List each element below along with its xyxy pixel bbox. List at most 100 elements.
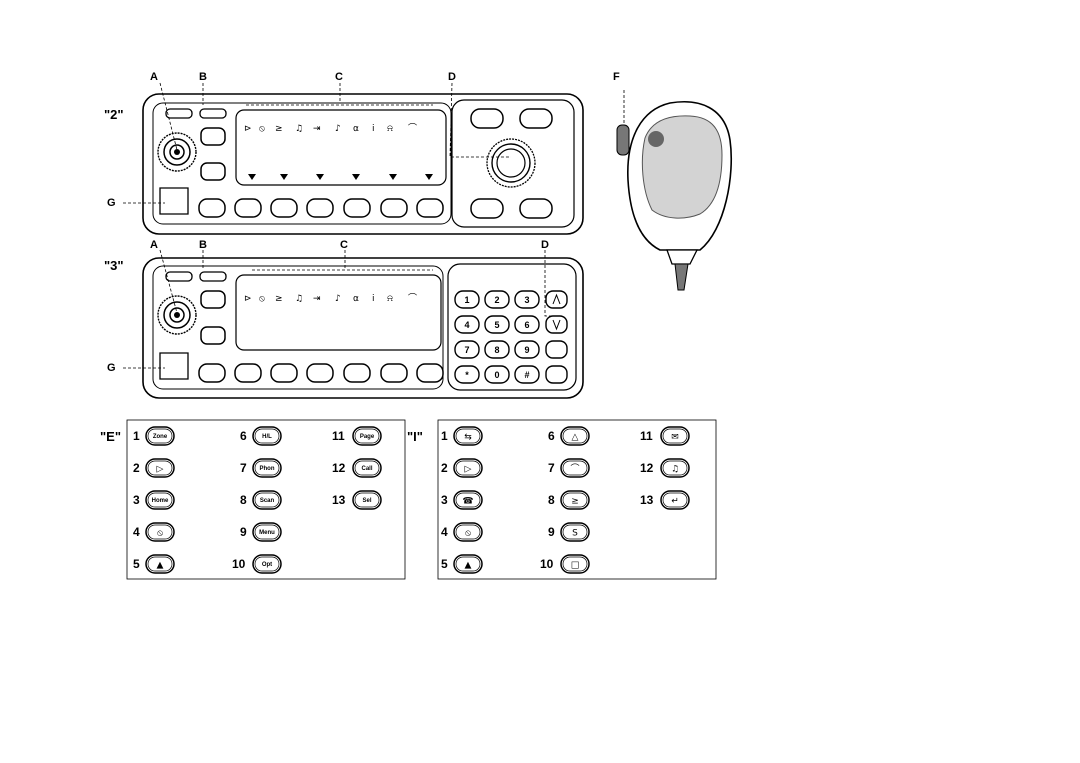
callout-c-top: C [335,71,343,83]
bottom3-button-5[interactable] [343,363,371,383]
legend_e-number-13: 13 [332,493,346,507]
legend_i-button-label-9: S [572,529,578,539]
model-label-2: "2" [104,107,124,122]
legend_i-button-label-7: ⌒ [570,464,579,475]
legend-e-title: "E" [100,429,121,444]
volume-knob[interactable] [157,132,197,172]
bottom3-button-6[interactable] [380,363,408,383]
key-6[interactable]: 6 [524,320,529,330]
display-icon-5: ⇥ [313,124,321,134]
bottom-button-row-3 [198,363,444,383]
bottom-button-5[interactable] [343,198,371,218]
display3-icon-9: ⍾ [387,294,393,304]
legend_e-button-label-13: Sel [362,498,371,504]
key-2[interactable]: 2 [494,295,499,305]
display3-icon-4: ♫ [295,294,303,304]
key-4[interactable]: 4 [464,320,469,330]
legend_e-button-5 [145,554,175,574]
legend_i-button-4 [453,522,483,542]
legend_i-button-9 [560,522,590,542]
display-icon-1: ⊳ [244,124,252,134]
legend_e-button-9 [252,522,282,542]
key-8[interactable]: 8 [494,345,499,355]
display3-icon-7: ⍺ [353,294,359,304]
legend_i-button-label-3: ☎ [462,497,473,507]
bottom-button-3[interactable] [270,198,298,218]
legend_e-number-7: 7 [240,461,247,475]
side-button-2-3[interactable] [200,326,226,345]
side-button-1[interactable] [200,127,226,146]
bottom3-button-7[interactable] [416,363,444,383]
side-button-1-3[interactable] [200,290,226,309]
callout-f: F [613,71,620,83]
right-button-2[interactable] [519,108,553,129]
led-button-a [165,108,193,119]
legend_e-button-2 [145,458,175,478]
mic-port-3 [159,352,189,380]
callout-d-top: D [448,71,456,83]
key-hash[interactable]: # [524,370,529,380]
bottom3-button-3[interactable] [270,363,298,383]
legend_e-button-label-1: Zone [153,434,168,440]
legend_i-button-10 [560,554,590,574]
legend_e-number-9: 9 [240,525,247,539]
keypad-side-button-1[interactable] [545,340,568,359]
legend_i-button-8 [560,490,590,510]
led-button-b [199,108,227,119]
down-button[interactable] [545,315,568,334]
legend_e-number-6: 6 [240,429,247,443]
rotary-knob[interactable] [486,138,536,188]
key-9[interactable]: 9 [524,345,529,355]
key-1[interactable]: 1 [464,295,469,305]
model-label-3: "3" [104,258,124,273]
display-icon-2: ⦸ [259,124,265,134]
legend_i-button-label-5: ▲ [465,561,472,571]
keypad-side-button-2[interactable] [545,365,568,384]
bottom-button-7[interactable] [416,198,444,218]
display3-icon-3: ≥ [275,294,283,304]
legend_e-button-label-3: Home [152,498,169,504]
display-icon-6: ♪ [335,124,341,134]
display-icons: ⊳ ⦸ ≥ ♫ ⇥ ♪ ⍺ ⅰ ⍾ ⌒ [244,123,417,134]
legend_e-number-5: 5 [133,557,140,571]
callout-b-bottom: B [199,239,207,251]
right-button-4[interactable] [519,198,553,219]
bottom3-button-2[interactable] [234,363,262,383]
legend_i-button-2 [453,458,483,478]
bottom3-button-4[interactable] [306,363,334,383]
legend_i-button-13 [660,490,690,510]
display3-icon-1: ⊳ [244,294,252,304]
bottom-button-2[interactable] [234,198,262,218]
callout-a-bottom: A [150,239,158,251]
ptt-button[interactable] [616,124,630,156]
bottom-button-6[interactable] [380,198,408,218]
legend_i-button-12 [660,458,690,478]
key-5[interactable]: 5 [494,320,499,330]
bottom-button-1[interactable] [198,198,226,218]
legend_e-button-12 [352,458,382,478]
right-button-3[interactable] [470,198,504,219]
legend_e-button-label-8: Scan [260,498,275,504]
legend_e-number-2: 2 [133,461,140,475]
up-button[interactable] [545,290,568,309]
legend_e-button-label-12: Call [361,466,372,472]
legend_e-button-8 [252,490,282,510]
legend_e-button-11 [352,426,382,446]
legend_i-number-4: 4 [441,525,448,539]
bottom3-button-1[interactable] [198,363,226,383]
key-7[interactable]: 7 [464,345,469,355]
legend_i-button-label-13: ↵ [671,497,679,507]
right-button-1[interactable] [470,108,504,129]
key-0[interactable]: 0 [494,370,499,380]
legend_i-button-6 [560,426,590,446]
volume-knob-3[interactable] [157,295,197,335]
legend_e-button-4 [145,522,175,542]
side-button-2[interactable] [200,162,226,181]
legend_e-number-1: 1 [133,429,140,443]
key-3[interactable]: 3 [524,295,529,305]
key-star[interactable]: * [465,370,469,380]
bottom-button-4[interactable] [306,198,334,218]
